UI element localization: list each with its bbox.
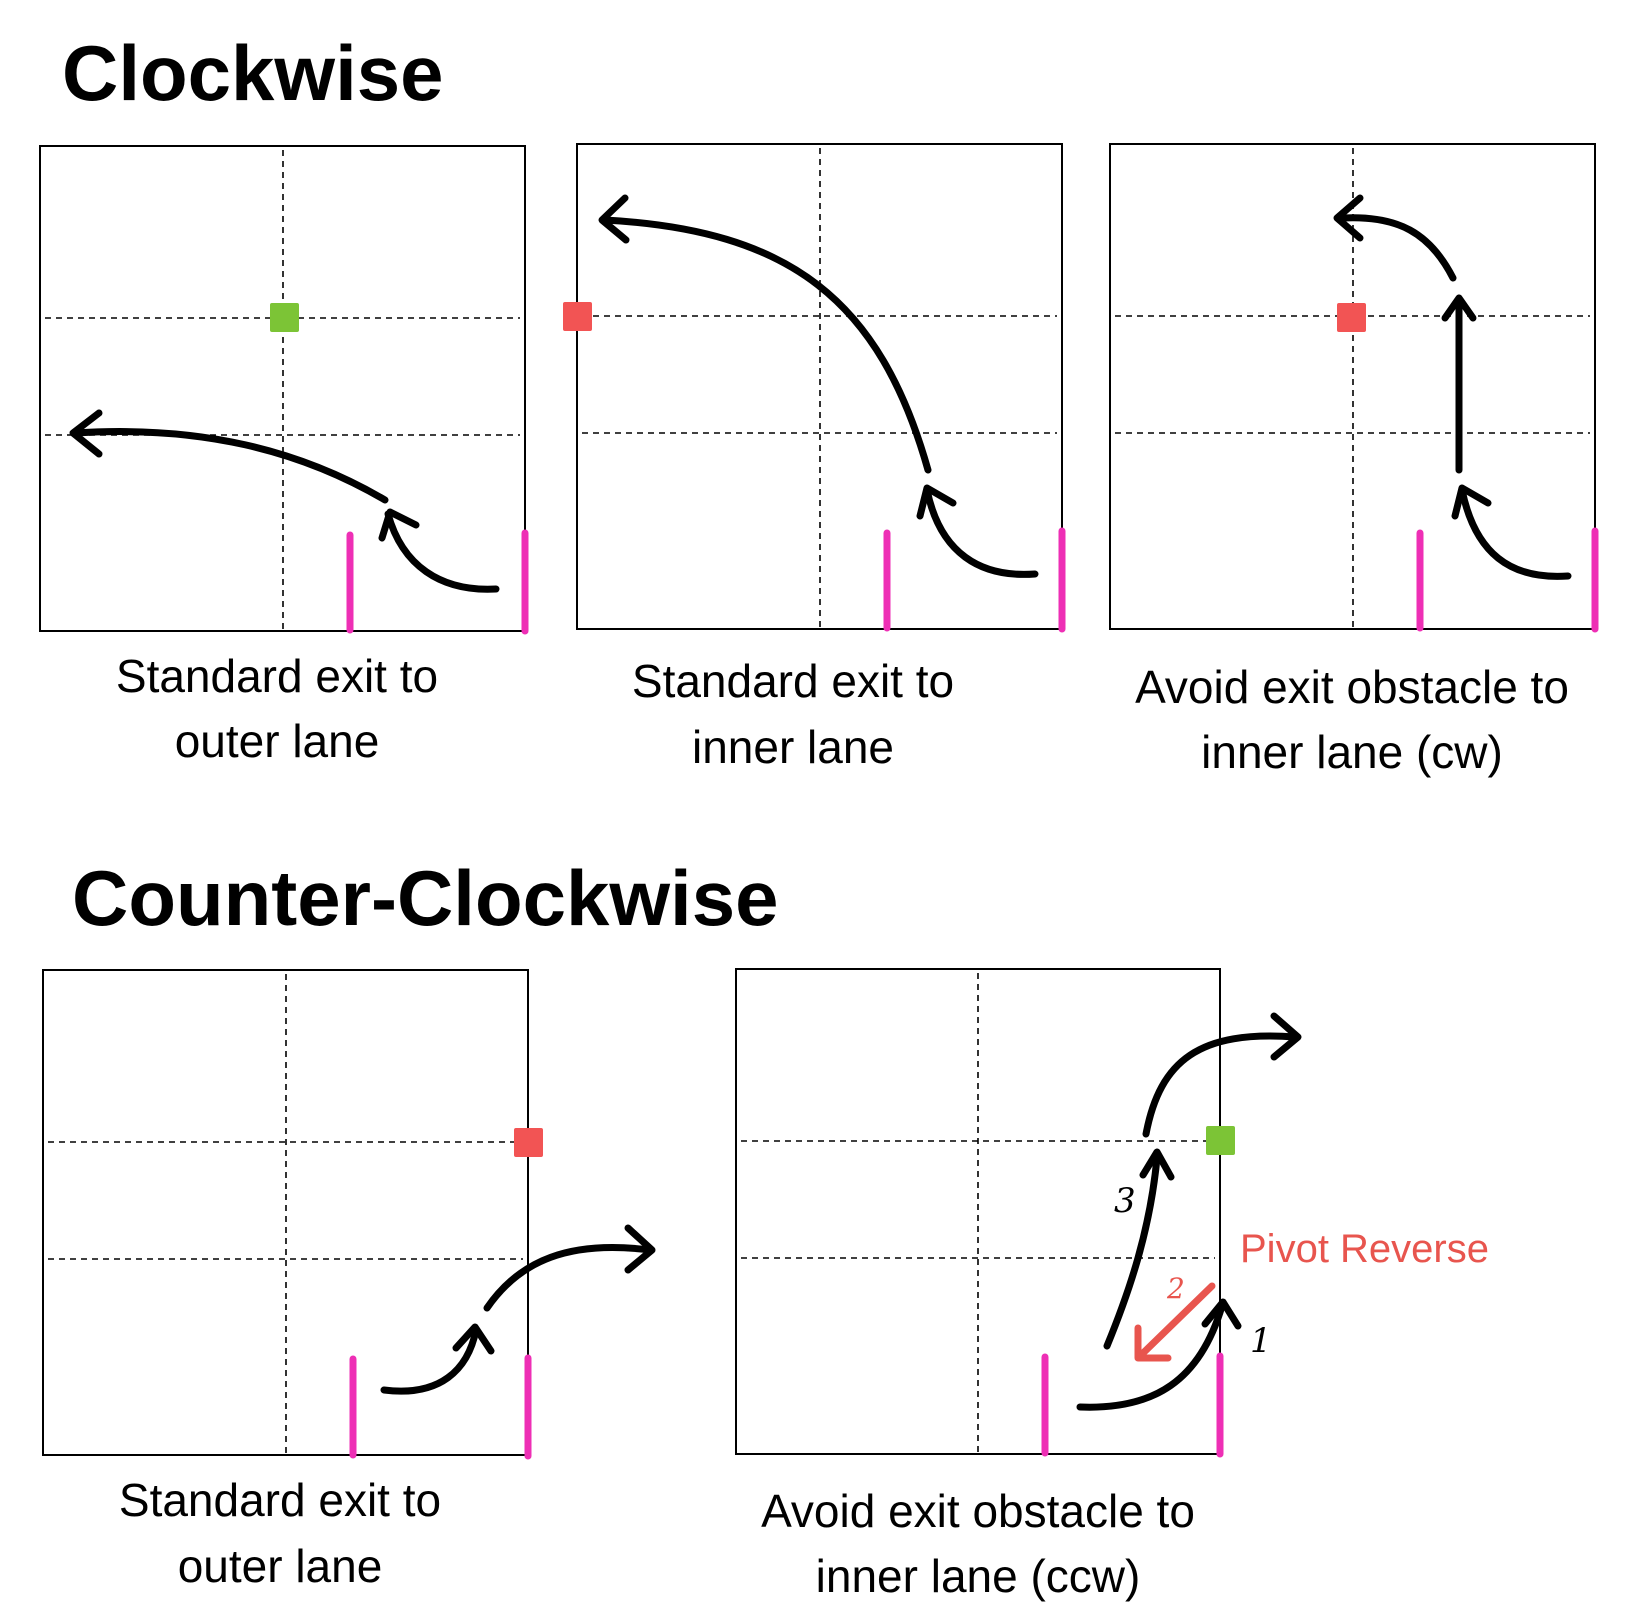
arrowhead: [69, 409, 103, 458]
panel-ccw-avoid: 1 2 3 Pivot Reverse Avoid exit obstacle …: [735, 968, 1489, 1602]
exit-arrow: [483, 1244, 654, 1312]
arrowhead: [378, 508, 420, 542]
exit-arrow: [1338, 214, 1457, 282]
arrowhead: [1139, 1148, 1175, 1181]
green-marker: [1206, 1126, 1235, 1155]
grid-box: [39, 145, 526, 632]
step-2-arrow: [1136, 1282, 1216, 1360]
grid-box: [576, 143, 1063, 630]
step-label-3: 3: [1114, 1181, 1136, 1221]
step-1-arrow: [1076, 1302, 1226, 1411]
arrowhead: [1201, 1298, 1242, 1330]
arrowhead: [598, 194, 630, 244]
panel-cw-avoid: Avoid exit obstacle to inner lane (cw): [1109, 143, 1599, 778]
arrowhead: [624, 1224, 656, 1274]
caption-line: Avoid exit obstacle to: [1135, 661, 1569, 713]
step-label-2: 2: [1166, 1272, 1185, 1305]
caption-line: Standard exit to: [119, 1474, 441, 1526]
section-title-counter-clockwise: Counter-Clockwise: [72, 854, 778, 942]
caption-line: outer lane: [175, 715, 380, 767]
arrowhead: [1333, 194, 1364, 242]
panel-cw-outer: Standard exit to outer lane: [39, 145, 529, 767]
entry-arrow: [1458, 486, 1572, 580]
grid-box: [42, 969, 529, 1456]
entry-arrow: [923, 486, 1039, 578]
pivot-reverse-label: Pivot Reverse: [1240, 1227, 1489, 1271]
green-marker: [270, 303, 299, 332]
arrowhead: [916, 484, 957, 520]
arrowhead: [452, 1323, 495, 1355]
caption-line: Avoid exit obstacle to: [761, 1485, 1195, 1537]
caption-line: inner lane: [692, 721, 894, 773]
caption-line: outer lane: [178, 1540, 383, 1592]
arrowhead: [1134, 1324, 1172, 1362]
exit-arrow: [601, 216, 932, 474]
caption-line: inner lane (cw): [1201, 726, 1503, 778]
step-label-1: 1: [1250, 1321, 1272, 1361]
caption-line: Standard exit to: [116, 650, 438, 702]
entry-arrow: [384, 510, 500, 593]
arrowhead: [1441, 294, 1477, 322]
arrowhead: [1270, 1012, 1302, 1061]
panel-ccw-outer: Standard exit to outer lane: [42, 969, 656, 1592]
panel-cw-inner: Standard exit to inner lane: [563, 143, 1066, 773]
red-marker: [1337, 303, 1366, 332]
caption-line: inner lane (ccw): [816, 1550, 1141, 1602]
grid-box: [1109, 143, 1596, 630]
arrowhead: [1451, 484, 1492, 520]
grid-box: [735, 968, 1221, 1455]
section-title-clockwise: Clockwise: [62, 29, 444, 117]
step-3-arrow: [1103, 1154, 1161, 1350]
caption-line: Standard exit to: [632, 655, 954, 707]
red-marker: [514, 1128, 543, 1157]
exit-arrow: [1142, 1032, 1299, 1138]
entry-arrow: [380, 1326, 480, 1395]
red-marker: [563, 302, 592, 331]
exit-arrow: [71, 428, 389, 504]
